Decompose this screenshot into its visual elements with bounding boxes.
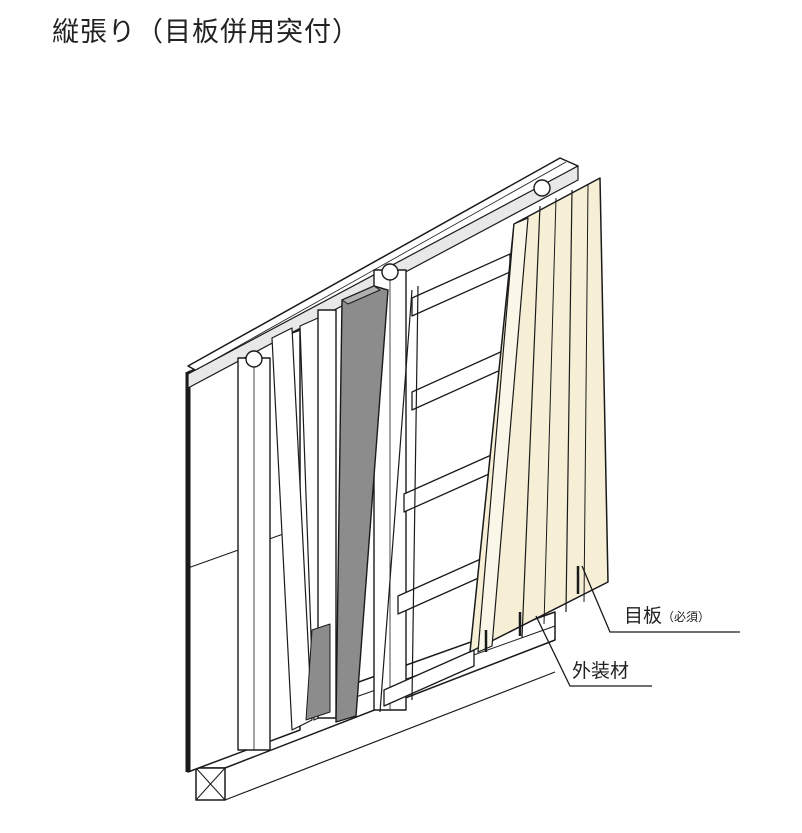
vapor-barrier-strip [335,285,389,723]
exterior-cladding [469,177,609,653]
stud-left [237,350,271,751]
label-meita: 目板（必須） [624,605,710,627]
furring-frame-edges [379,285,419,713]
horizontal-furring-strips [383,253,511,707]
vertical-batten [305,309,337,721]
stud-right [533,179,551,197]
page-title: 縦張り（目板併用突付） [52,17,360,48]
label-gaisouzai: 外装材 [572,660,629,682]
leader-lines [535,565,740,687]
